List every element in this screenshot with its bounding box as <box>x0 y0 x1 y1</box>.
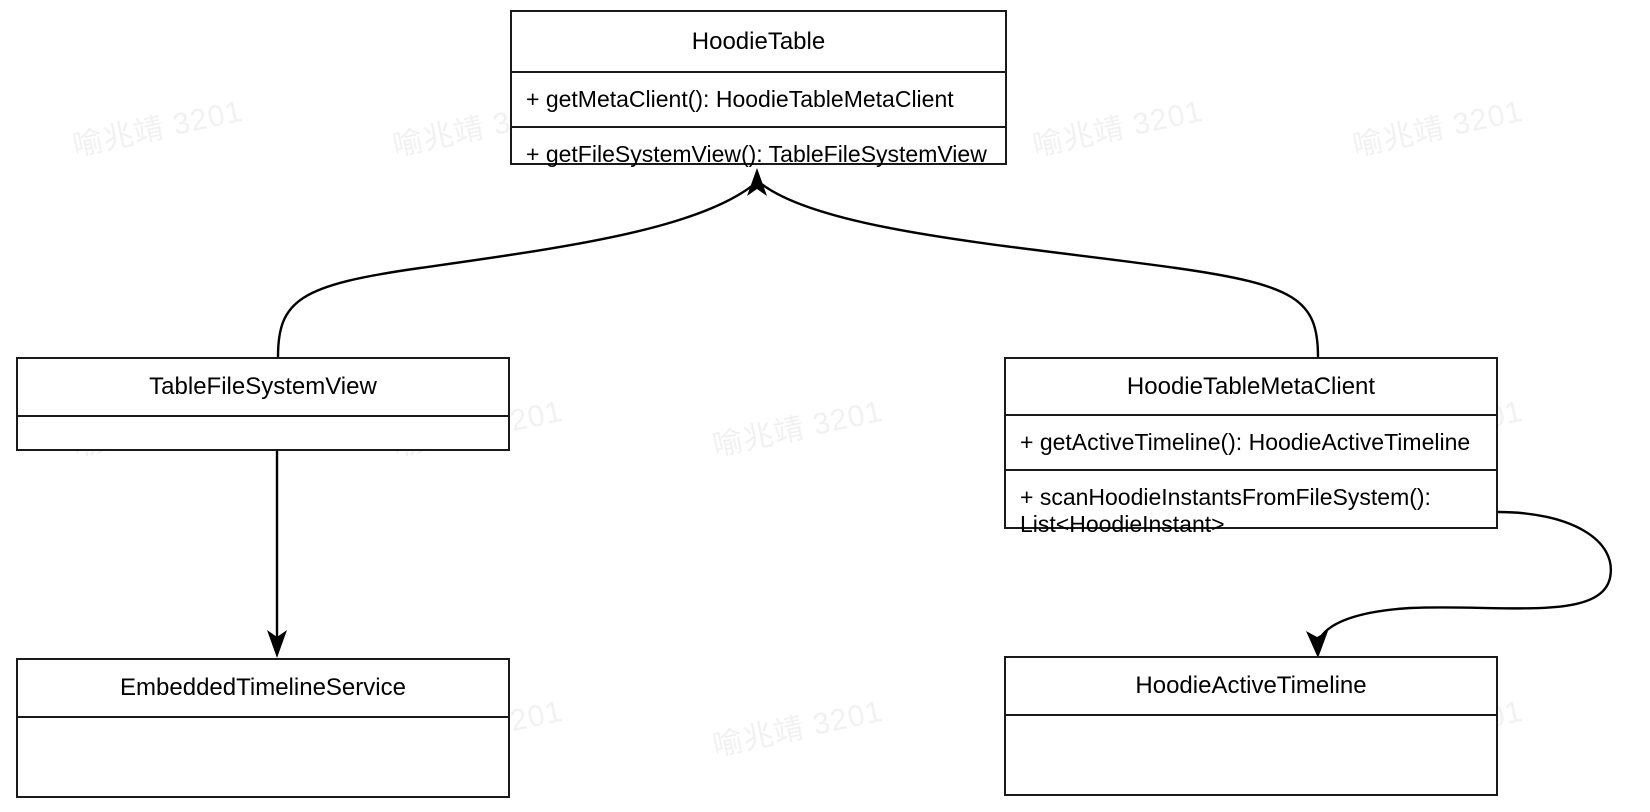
uml-class-table-file-system-view[interactable]: TableFileSystemView <box>16 357 510 451</box>
watermark-text: 喻兆靖 3201 <box>1029 94 1207 164</box>
members-compartment <box>1006 716 1496 794</box>
uml-class-hoodie-table[interactable]: HoodieTable + getMetaClient(): HoodieTab… <box>510 10 1007 167</box>
empty-members-area <box>18 718 508 796</box>
class-name-label: HoodieTableMetaClient <box>1006 359 1496 416</box>
edge-table-file-system-view-to-embedded-timeline-service <box>267 451 287 658</box>
members-compartment: + getMetaClient(): HoodieTableMetaClient… <box>512 73 1005 181</box>
class-member: + getMetaClient(): HoodieTableMetaClient <box>526 85 954 112</box>
edge-table-file-system-view-to-hoodie-table <box>276 181 758 358</box>
class-name-label: HoodieTable <box>512 12 1005 73</box>
class-name-label: HoodieActiveTimeline <box>1006 658 1496 716</box>
watermark-text: 喻兆靖 3201 <box>1349 94 1527 164</box>
watermark-text: 喻兆靖 3201 <box>69 94 247 164</box>
class-member: + scanHoodieInstantsFromFileSystem(): Li… <box>1006 468 1496 551</box>
members-compartment <box>18 417 508 457</box>
members-compartment: + getActiveTimeline(): HoodieActiveTimel… <box>1006 416 1496 551</box>
class-name-label: EmbeddedTimelineService <box>18 660 508 718</box>
arrowhead-icon <box>267 630 287 658</box>
uml-class-hoodie-table-meta-client[interactable]: HoodieTableMetaClient + getActiveTimelin… <box>1004 357 1498 537</box>
class-member: + getActiveTimeline(): HoodieActiveTimel… <box>1020 428 1471 455</box>
class-name-label: TableFileSystemView <box>18 359 508 417</box>
edge-hoodie-table-meta-client-to-hoodie-table <box>747 168 1320 358</box>
watermark-text: 喻兆靖 3201 <box>709 694 887 764</box>
class-member: + getFileSystemView(): TableFileSystemVi… <box>512 125 1005 181</box>
empty-members-area <box>18 417 508 457</box>
uml-class-hoodie-active-timeline[interactable]: HoodieActiveTimeline <box>1004 656 1498 796</box>
members-compartment <box>18 718 508 796</box>
arrowhead-icon <box>1306 631 1328 658</box>
empty-members-area <box>1006 716 1496 794</box>
uml-class-embedded-timeline-service[interactable]: EmbeddedTimelineService <box>16 658 510 798</box>
watermark-text: 喻兆靖 3201 <box>709 394 887 464</box>
